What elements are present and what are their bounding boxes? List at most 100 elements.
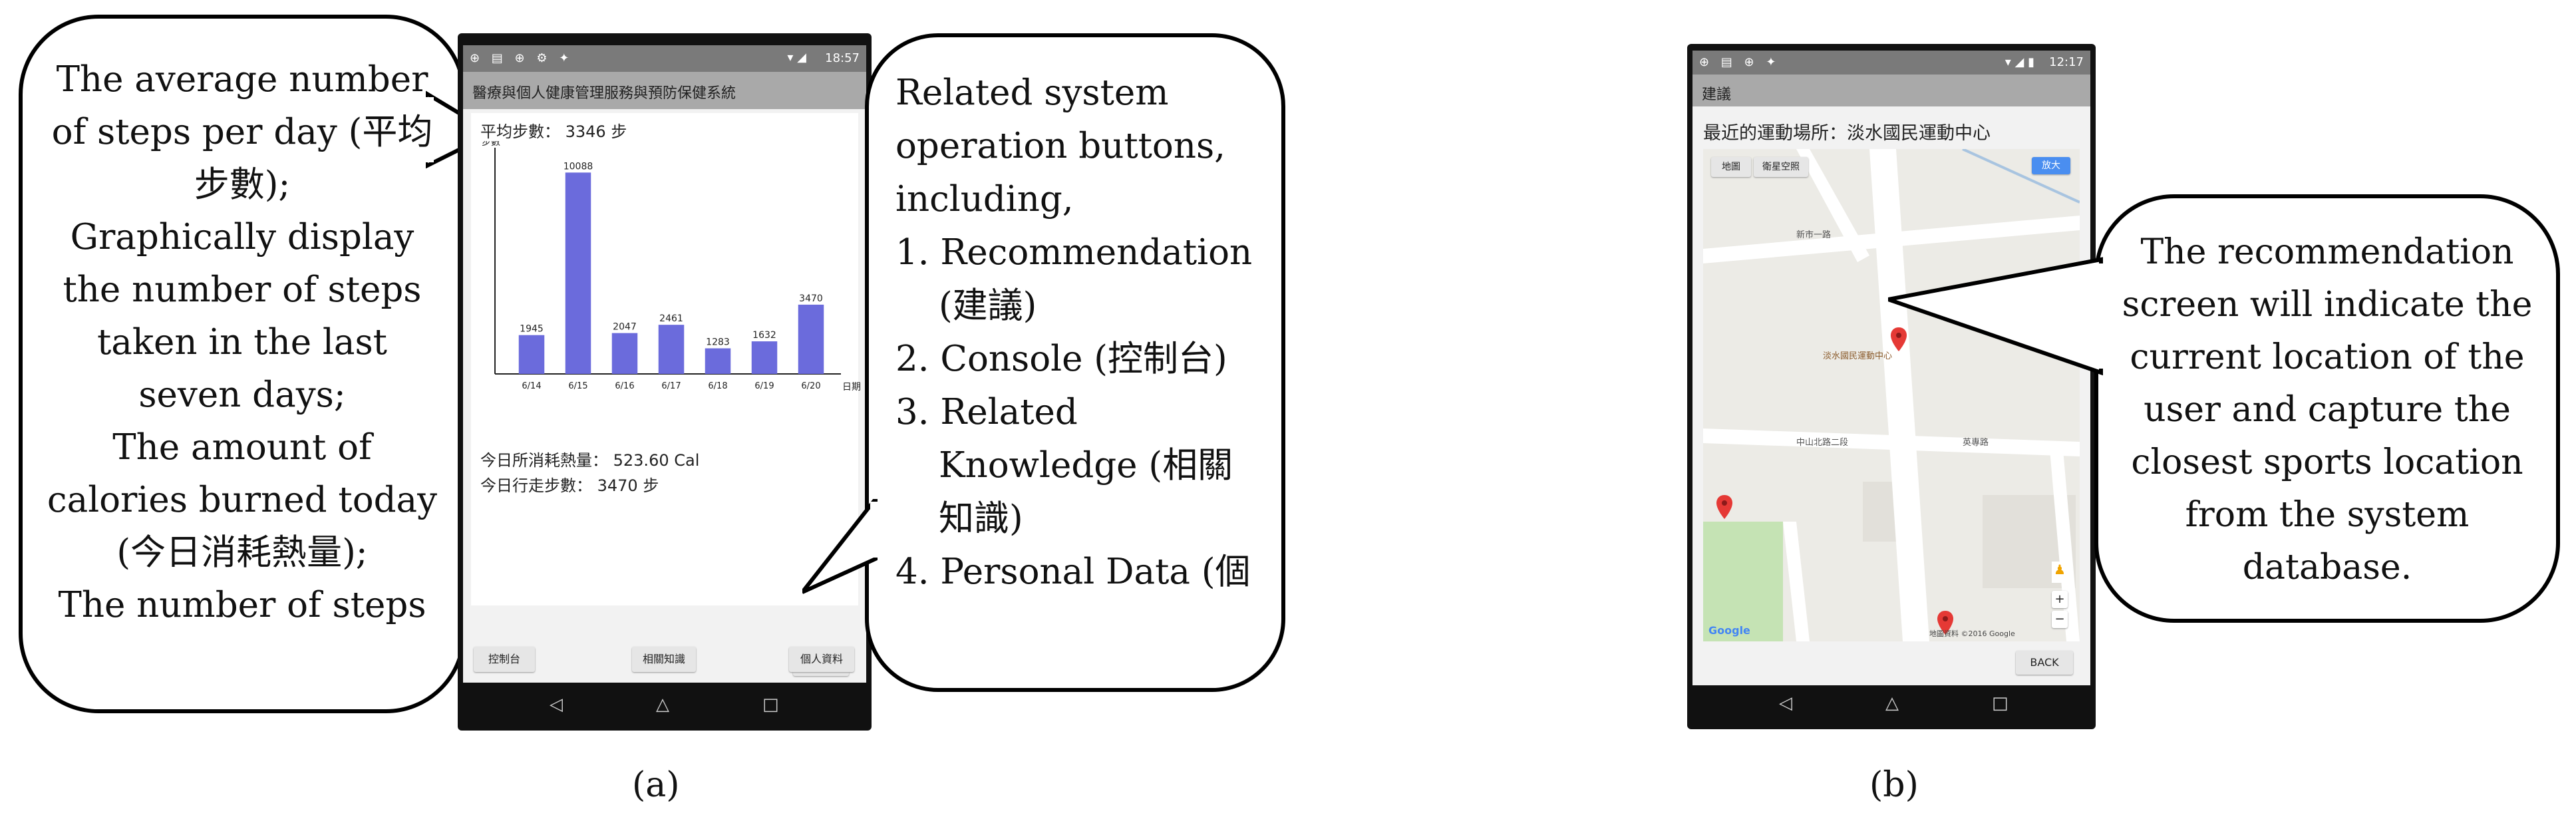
bar-value-label: 1632	[752, 330, 776, 341]
bar	[565, 172, 591, 374]
right-line: 3. Related	[895, 392, 1078, 432]
app-title-bar: 醫療與個人健康管理服務與預防保健系統	[463, 72, 866, 109]
right-line: Related system	[895, 73, 1169, 113]
left-line: (今日消耗熱量);	[116, 532, 368, 573]
left-line: The number of steps	[58, 585, 426, 625]
left-callout-bubble	[19, 15, 466, 713]
map-label-road-1: 中山北路二段	[1796, 438, 1849, 448]
wifi-icon: ▾ ◢	[787, 51, 806, 65]
right-callout-bubble-a	[865, 33, 1285, 692]
steps-bar-chart: 步數日期19456/14100886/1520476/1624616/17128…	[482, 141, 861, 393]
status-time-b: 12:17	[2049, 55, 2084, 69]
map-roads	[1703, 149, 2080, 641]
right-callout-text-b: The recommendation screen will indicate …	[2102, 226, 2552, 594]
status-time: 18:57	[825, 51, 860, 65]
right-line: operation buttons,	[895, 126, 1226, 166]
right-line: including,	[895, 179, 1074, 220]
bar	[798, 304, 824, 374]
back-button[interactable]: BACK	[2016, 651, 2073, 675]
pegman-icon[interactable]: ♟	[2052, 562, 2068, 583]
right-callout-bubble-b	[2094, 194, 2560, 623]
y-axis-label: 步數	[482, 141, 500, 148]
map-type-satellite-button[interactable]: 衛星空照	[1754, 157, 1808, 177]
map-type-map-button[interactable]: 地圖	[1711, 157, 1751, 177]
calories-label: 今日所消耗熱量： 523.60 Cal	[480, 451, 700, 470]
left-line: of steps per day (平均	[51, 112, 433, 152]
x-tick-label: 6/17	[661, 381, 681, 391]
nearest-location-label: 最近的運動場所：淡水國民運動中心	[1703, 123, 1991, 144]
caption-a: (a)	[632, 765, 680, 805]
app-title: 醫療與個人健康管理服務與預防保健系統	[472, 85, 736, 102]
console-button[interactable]: 控制台	[474, 647, 535, 672]
nav-bar: ◁ △ □	[463, 685, 866, 725]
left-line: taken in the last	[97, 322, 387, 363]
map-enlarge-button[interactable]: 放大	[2032, 157, 2070, 174]
bar	[658, 325, 685, 374]
steps-today-label: 今日行走步數： 3470 步	[480, 476, 659, 495]
personal-data-button[interactable]: 個人資料	[789, 647, 854, 672]
x-tick-label: 6/14	[522, 381, 541, 391]
nav-home-icon[interactable]: △	[1885, 693, 1899, 713]
bar-value-label: 10088	[564, 161, 593, 172]
right-callout-tail-b	[1888, 257, 2106, 376]
caption-b: (b)	[1869, 765, 1919, 805]
nav-bar-b: ◁ △ □	[1692, 685, 2090, 724]
map-view[interactable]: 地圖 衛星空照 放大 淡水國民運動中心 中山北路二段 新市一路 英專路 ♟ + …	[1703, 149, 2080, 641]
status-bar: ⊕ ▤ ⊕ ⚙ ✦ ▾ ◢ 18:57	[463, 45, 866, 72]
map-label-road-3: 英專路	[1963, 438, 1989, 448]
left-line: Graphically display	[70, 217, 414, 257]
x-tick-label: 6/19	[754, 381, 774, 391]
right-line: Knowledge (相關	[939, 445, 1233, 486]
bar-value-label: 2461	[659, 313, 683, 324]
right-line: 4. Personal Data (個	[895, 552, 1251, 592]
left-line: the number of steps	[63, 269, 422, 310]
bar-value-label: 1283	[706, 337, 730, 348]
right-b-line: database.	[2242, 548, 2412, 587]
right-callout-tail-a	[802, 499, 880, 594]
x-tick-label: 6/20	[801, 381, 820, 391]
bar-value-label: 2047	[613, 322, 637, 333]
marker-icon	[1716, 495, 1732, 519]
bar	[751, 341, 778, 374]
phone-b: ⊕ ▤ ⊕ ✦ ▾ ◢ ▮ 12:17 建議 最近的運動場所：淡水國民運動中心 …	[1687, 44, 2096, 729]
nav-recent-icon[interactable]: □	[1992, 693, 2009, 713]
nav-back-icon[interactable]: ◁	[550, 695, 563, 715]
bar	[705, 348, 731, 374]
bar	[518, 335, 545, 374]
right-callout-text-a: Related system operation buttons, includ…	[895, 67, 1281, 599]
right-line: 知識)	[939, 498, 1023, 539]
knowledge-button[interactable]: 相關知識	[632, 647, 696, 672]
left-line: The average number	[56, 59, 428, 100]
right-b-line: from the system	[2185, 495, 2470, 535]
marker-icon	[1891, 327, 1907, 351]
map-label-road-2: 新市一路	[1796, 230, 1832, 240]
avg-steps-label: 平均步數： 3346 步	[480, 122, 627, 141]
x-tick-label: 6/15	[568, 381, 587, 391]
right-b-line: screen will indicate the	[2122, 285, 2533, 325]
zoom-in-button[interactable]: +	[2052, 591, 2068, 608]
recommend-screen: 最近的運動場所：淡水國民運動中心 地圖 衛星空照 放大 淡水國民運動中心 中山北…	[1692, 106, 2090, 685]
nav-back-icon[interactable]: ◁	[1779, 693, 1792, 713]
screen-title-bar: 建議	[1692, 75, 2090, 106]
x-tick-label: 6/16	[615, 381, 634, 391]
right-line: 1. Recommendation	[895, 232, 1253, 273]
bar-value-label: 3470	[799, 293, 823, 304]
right-b-line: The recommendation	[2140, 232, 2514, 272]
right-line: 2. Console (控制台)	[895, 339, 1227, 379]
right-line: (建議)	[939, 285, 1037, 326]
right-b-line: closest sports location	[2131, 442, 2523, 482]
right-b-line: user and capture the	[2144, 390, 2511, 430]
left-line: seven days;	[138, 375, 346, 415]
phone-a: ⊕ ▤ ⊕ ⚙ ✦ ▾ ◢ 18:57 醫療與個人健康管理服務與預防保健系統 平…	[458, 33, 872, 731]
zoom-out-button[interactable]: −	[2052, 611, 2068, 628]
nav-recent-icon[interactable]: □	[762, 695, 779, 715]
map-label-sports-center: 淡水國民運動中心	[1823, 351, 1893, 361]
left-callout-text: The average number of steps per day (平均 …	[29, 53, 455, 631]
google-logo: Google	[1708, 624, 1750, 637]
map-attribution: 地圖資料 ©2016 Google	[1929, 629, 2015, 638]
screen-title: 建議	[1702, 86, 1732, 103]
battery-icon: ▾ ◢ ▮	[2005, 55, 2034, 69]
nav-home-icon[interactable]: △	[656, 695, 669, 715]
status-bar-b: ⊕ ▤ ⊕ ✦ ▾ ◢ ▮ 12:17	[1692, 51, 2090, 75]
